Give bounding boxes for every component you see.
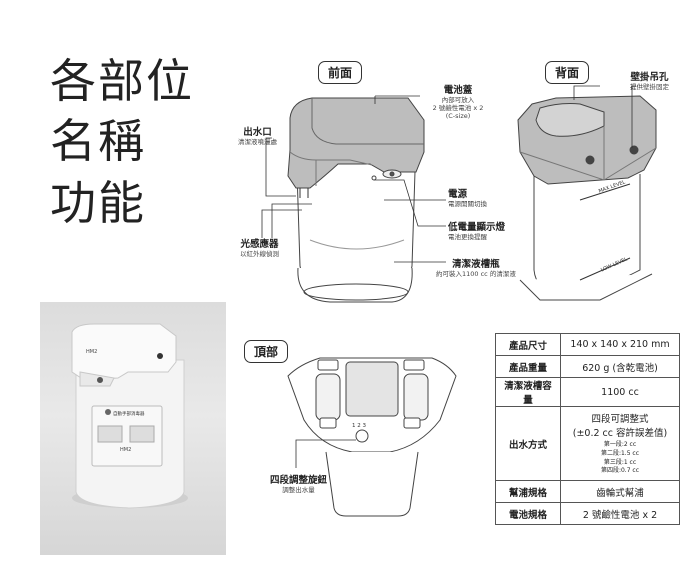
back-dispenser-drawing: [517, 95, 657, 301]
battery-cover-label: 電池蓋 內部可放入 2 號鹼性電池 x 2 (C-size): [428, 82, 488, 120]
spec-key: 出水方式: [495, 406, 561, 481]
spec-key: 電池規格: [495, 502, 561, 525]
spec-value: 1100 cc: [560, 377, 680, 407]
spec-row: 清潔液槽容量 1100 cc: [495, 377, 680, 407]
section-top-tag: 頂部: [244, 340, 289, 363]
spec-row: 產品重量 620 g (含乾電池): [495, 355, 680, 378]
spec-row: 出水方式 四段可調整式 (±0.2 cc 容許誤差值) 第一段:2 cc 第二段…: [495, 406, 680, 481]
spec-sub-item: 第一段:2 cc: [603, 441, 637, 449]
spec-value: 齒輪式幫浦: [560, 480, 680, 503]
section-back-tag: 背面: [545, 61, 590, 84]
spec-sub-item: 第二段:1.5 cc: [600, 449, 640, 457]
tank-desc: 約可裝入1100 cc 的清潔液: [436, 270, 516, 278]
product-label-text: 自動手部消毒器: [113, 412, 145, 417]
product-code-cap: HM2: [86, 349, 98, 355]
spec-key: 產品重量: [495, 355, 561, 378]
spec-value-line: (±0.2 cc 容許誤差值): [572, 428, 668, 440]
sensor-name: 光感應器: [240, 239, 279, 250]
spec-row: 幫浦規格 齒輪式幫浦: [495, 480, 680, 503]
spec-sub-item: 第四段:0.7 cc: [600, 467, 640, 475]
low-battery-label: 低電量顯示燈 電池更換提醒: [448, 219, 505, 241]
spec-value: 140 x 140 x 210 mm: [560, 333, 680, 356]
spec-value-multi: 四段可調整式 (±0.2 cc 容許誤差值) 第一段:2 cc 第二段:1.5 …: [560, 406, 680, 481]
spec-key: 幫浦規格: [495, 480, 561, 503]
front-dispenser-drawing: [287, 97, 425, 303]
spec-sub-item: 第三段:1 cc: [603, 458, 637, 466]
spec-row: 電池規格 2 號鹼性電池 x 2: [495, 502, 680, 525]
low-battery-name: 低電量顯示燈: [448, 222, 506, 233]
top-view-drawing: [287, 357, 457, 517]
wall-hole-desc: 提供壁掛固定: [630, 83, 669, 91]
spec-key: 清潔液槽容量: [495, 377, 561, 407]
wall-hole-label: 壁掛吊孔 提供壁掛固定: [630, 69, 669, 91]
outlet-desc: 清潔液噴灑處: [238, 138, 277, 146]
spec-value: 2 號鹼性電池 x 2: [560, 502, 680, 525]
wall-hole-name: 壁掛吊孔: [630, 72, 669, 83]
title-line-2: 名稱: [50, 114, 146, 168]
knob-label: 四段調整旋鈕 調整出水量: [270, 472, 327, 494]
outlet-name: 出水口: [243, 127, 272, 138]
battery-cover-name: 電池蓋: [443, 85, 473, 96]
outlet-label: 出水口 清潔液噴灑處: [238, 124, 277, 146]
title-line-3: 功能: [50, 176, 146, 230]
section-front-tag: 前面: [318, 61, 363, 84]
sensor-desc: 以紅外線偵測: [240, 250, 279, 258]
power-name: 電源: [448, 189, 468, 200]
spec-value: 620 g (含乾電池): [560, 355, 680, 378]
tank-name: 清潔液槽瓶: [452, 259, 500, 270]
leader-lines: [261, 85, 636, 468]
spec-table: 產品尺寸 140 x 140 x 210 mm 產品重量 620 g (含乾電池…: [495, 333, 680, 525]
power-label: 電源 電源開關切換: [448, 186, 487, 208]
knob-name: 四段調整旋鈕: [270, 475, 328, 486]
battery-cover-desc-2: 2 號鹼性電池 x 2: [432, 104, 484, 113]
power-desc: 電源開關切換: [448, 200, 487, 208]
knob-desc: 調整出水量: [282, 486, 315, 494]
product-photo: HM2 自動手部消毒器 HM2: [40, 302, 226, 555]
spec-key: 產品尺寸: [495, 333, 561, 356]
battery-cover-desc-1: 內部可放入: [441, 96, 475, 104]
knob-digits: 1 2 3: [352, 423, 366, 429]
product-photo-drawing: [71, 323, 188, 509]
title-line-1: 各部位: [50, 54, 194, 108]
battery-cover-desc-3: (C-size): [445, 112, 471, 121]
sensor-label: 光感應器 以紅外線偵測: [240, 236, 279, 258]
tank-label: 清潔液槽瓶 約可裝入1100 cc 的清潔液: [436, 256, 516, 278]
spec-value-line: 四段可調整式: [591, 414, 649, 426]
product-code-body: HM2: [120, 447, 132, 453]
spec-row: 產品尺寸 140 x 140 x 210 mm: [495, 333, 680, 356]
low-battery-desc: 電池更換提醒: [448, 233, 487, 241]
spec-sub-list: 第一段:2 cc 第二段:1.5 cc 第三段:1 cc 第四段:0.7 cc: [567, 441, 673, 476]
